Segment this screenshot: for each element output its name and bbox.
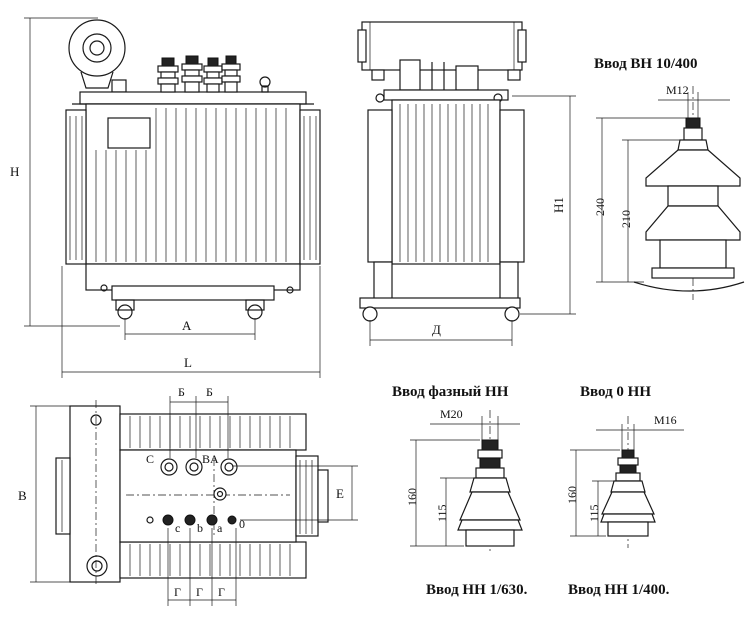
hv-label-a: А: [210, 452, 219, 466]
lv-label-b: b: [197, 521, 203, 535]
title-hv-bushing: Ввод ВН 10/400: [594, 56, 698, 72]
hv-shed-top: [645, 149, 741, 187]
bracket: [111, 79, 127, 93]
wheel-side-right: [504, 306, 520, 322]
label-G-1: Г: [174, 585, 181, 599]
lv-zero-bushing-detail: Ввод 0 НН М16 160 115 Ввод НН 1/400.: [565, 384, 684, 598]
lv-label-c: c: [175, 521, 180, 535]
hv-label-c: С: [146, 452, 154, 466]
hv-bushings-front: [157, 55, 241, 93]
label-D: Д: [432, 322, 441, 337]
hv-h-body: 210: [619, 210, 633, 228]
lv-label-a: a: [217, 521, 223, 535]
hv-h-total: 240: [593, 198, 607, 216]
conservator-end: [68, 19, 126, 77]
label-B-small-1: Б: [178, 385, 185, 399]
tap-changer: [213, 487, 227, 501]
tank-side: [391, 99, 501, 265]
wheel-side-left: [362, 306, 378, 322]
lv-phase-h-body: 115: [435, 504, 449, 522]
hv-terminal-c: [160, 458, 178, 476]
label-H1: Н1: [551, 197, 566, 213]
lv-phase-h-total: 160: [405, 488, 419, 506]
hv-terminal-a: [220, 458, 238, 476]
lv-zero-h-total: 160: [565, 486, 579, 504]
lv-label-0: 0: [239, 517, 245, 531]
conservator-side: [361, 21, 523, 71]
cover-plan: [119, 449, 297, 543]
label-B: В: [18, 488, 27, 503]
label-E: Е: [336, 486, 344, 501]
fins-side: [399, 104, 489, 262]
label-B-small-2: Б: [206, 385, 213, 399]
radiator-plan-top: [119, 413, 307, 451]
side-view: Н1 Д: [357, 21, 576, 346]
base-side: [359, 297, 521, 309]
title-lv-zero: Ввод 0 НН: [580, 384, 651, 400]
base-frame: [111, 285, 275, 301]
title-lv-1-630: Ввод НН 1/630.: [426, 582, 528, 598]
lv-terminal-a: [206, 514, 218, 526]
hv-label-b: В: [202, 452, 210, 466]
label-G-3: Г: [218, 585, 225, 599]
hv-bushing-detail: Ввод ВН 10/400 М12 240 210: [593, 56, 745, 300]
lv-terminal-0: [227, 515, 237, 525]
label-H: Н: [10, 164, 19, 179]
wheel-right: [247, 304, 263, 320]
nameplate: [107, 117, 151, 149]
plan-view: С В А c b a 0 Б Б Г Г Г В: [18, 385, 358, 606]
label-A: А: [182, 318, 192, 333]
thermometer: [259, 76, 271, 88]
front-view: Н А L: [10, 17, 321, 378]
cover-side: [383, 89, 509, 101]
lv-zero-h-body: 115: [587, 504, 601, 522]
lv-terminal-c: [162, 514, 174, 526]
lv-zero-thread: М16: [654, 413, 677, 427]
lv-phase-thread: М20: [440, 407, 463, 421]
radiator-plan-bottom: [119, 541, 307, 579]
tank-cover: [79, 91, 307, 105]
title-lv-phase: Ввод фазный НН: [392, 384, 509, 400]
hv-terminal-b: [185, 458, 203, 476]
title-lv-1-400: Ввод НН 1/400.: [568, 582, 670, 598]
hv-thread: М12: [666, 83, 689, 97]
hv-shed-bottom: [645, 205, 741, 241]
fins-plan: [61, 416, 313, 576]
lv-terminal-b: [184, 514, 196, 526]
label-G-2: Г: [196, 585, 203, 599]
label-L: L: [184, 355, 192, 370]
lv-phase-bushing-detail: Ввод фазный НН М20 160 115 Ввод НН 1/630…: [392, 384, 528, 598]
wheel-left: [117, 304, 133, 320]
fins-front: [69, 108, 317, 262]
